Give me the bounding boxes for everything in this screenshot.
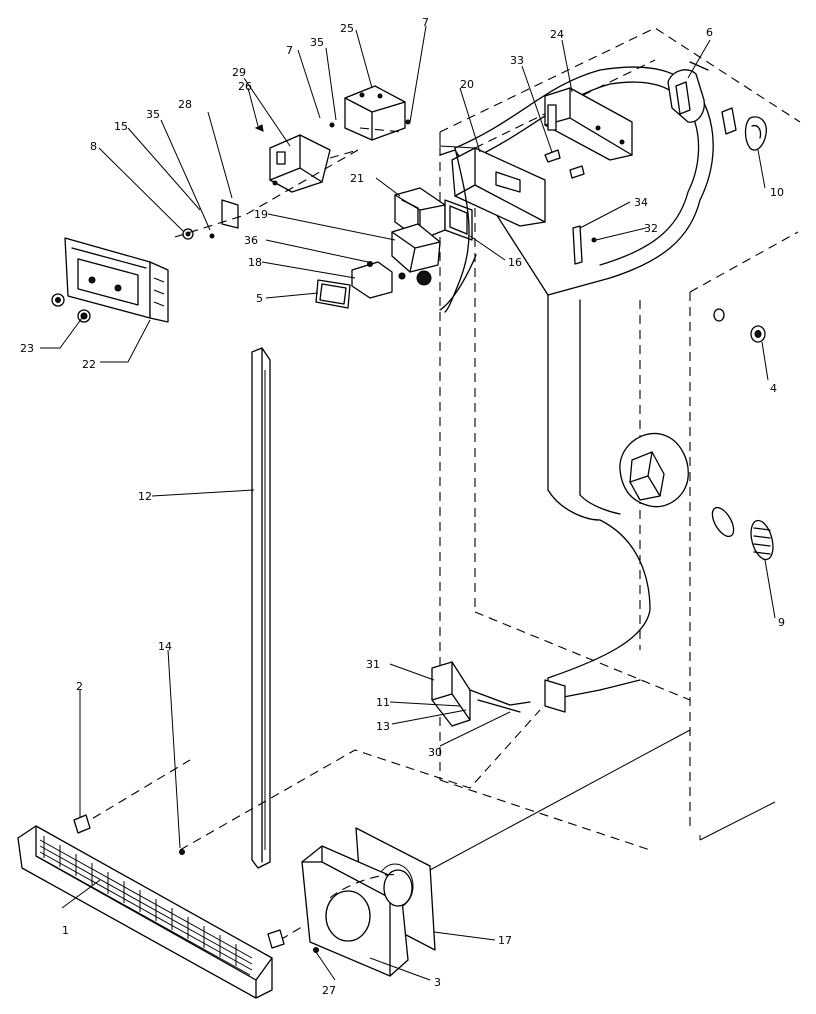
callout-33: 33: [510, 54, 524, 67]
screw-14: [179, 849, 185, 855]
callout-35b: 35: [310, 36, 324, 49]
callout-34: 34: [634, 196, 648, 209]
callout-36: 36: [244, 234, 258, 247]
bracket-25: [329, 85, 411, 141]
part-10: [721, 107, 767, 151]
pad-5: [315, 279, 351, 309]
lower-bracket: [431, 661, 566, 727]
panel-guide: [429, 729, 691, 871]
assembly-lines-top: [174, 127, 403, 238]
plug-4: [713, 308, 766, 343]
callout-20: 20: [460, 78, 474, 91]
callout-10: 10: [770, 186, 784, 199]
callout-27: 27: [322, 984, 336, 997]
screw-26: [254, 124, 264, 132]
pin-33: [544, 149, 585, 179]
frame-16: [444, 199, 473, 241]
callout-23: 23: [20, 342, 34, 355]
leader-lines: [40, 25, 776, 981]
callout-15: 15: [114, 120, 128, 133]
bracket-24: [544, 87, 633, 161]
callout-11: 11: [376, 696, 390, 709]
callout-9: 9: [778, 616, 785, 629]
callout-18: 18: [248, 256, 262, 269]
callout-28: 28: [178, 98, 192, 111]
clip-2: [73, 814, 285, 949]
callout-5: 5: [256, 292, 263, 305]
strip-34: [572, 225, 583, 265]
callout-26: 26: [238, 80, 252, 93]
screw-36: [367, 261, 373, 267]
callout-6: 6: [706, 26, 713, 39]
callout-12: 12: [138, 490, 152, 503]
callout-4: 4: [770, 382, 777, 395]
callout-14: 14: [158, 640, 172, 653]
control-panel-22: [64, 237, 169, 323]
callout-24: 24: [550, 28, 564, 41]
callout-13: 13: [376, 720, 390, 733]
callout-29: 29: [232, 66, 246, 79]
chute-19: [391, 223, 441, 273]
duct-20: [451, 147, 546, 227]
actuator-18: [351, 261, 432, 299]
part-9: [711, 506, 774, 561]
callout-35a: 35: [146, 108, 160, 121]
hinge-6: [667, 61, 709, 123]
bracket-29: [269, 134, 331, 193]
callout-30: 30: [428, 746, 442, 759]
callout-labels: 1 2 3 4 5 6 7 7 8 9 10 11 12 13 14 15 16…: [20, 16, 785, 997]
callout-25: 25: [340, 22, 354, 35]
callout-17: 17: [498, 934, 512, 947]
panel-3: [301, 845, 413, 977]
callout-31: 31: [366, 658, 380, 671]
callout-2: 2: [76, 680, 83, 693]
callout-21: 21: [350, 172, 364, 185]
stile-12: [251, 347, 271, 869]
callout-7a: 7: [286, 44, 293, 57]
lower-wires: [439, 147, 477, 313]
screw-8: [182, 228, 194, 240]
assembly-lines-lower: [79, 709, 541, 941]
callout-32: 32: [644, 222, 658, 235]
callout-1: 1: [62, 924, 69, 937]
callout-19: 19: [254, 208, 268, 221]
callout-22: 22: [82, 358, 96, 371]
callout-7b: 7: [422, 16, 429, 29]
callout-16: 16: [508, 256, 522, 269]
callout-8: 8: [90, 140, 97, 153]
screw-32: [591, 237, 597, 243]
rear-bracket: [619, 432, 689, 508]
callout-3: 3: [434, 976, 441, 989]
toe-grille-1: [17, 825, 273, 999]
